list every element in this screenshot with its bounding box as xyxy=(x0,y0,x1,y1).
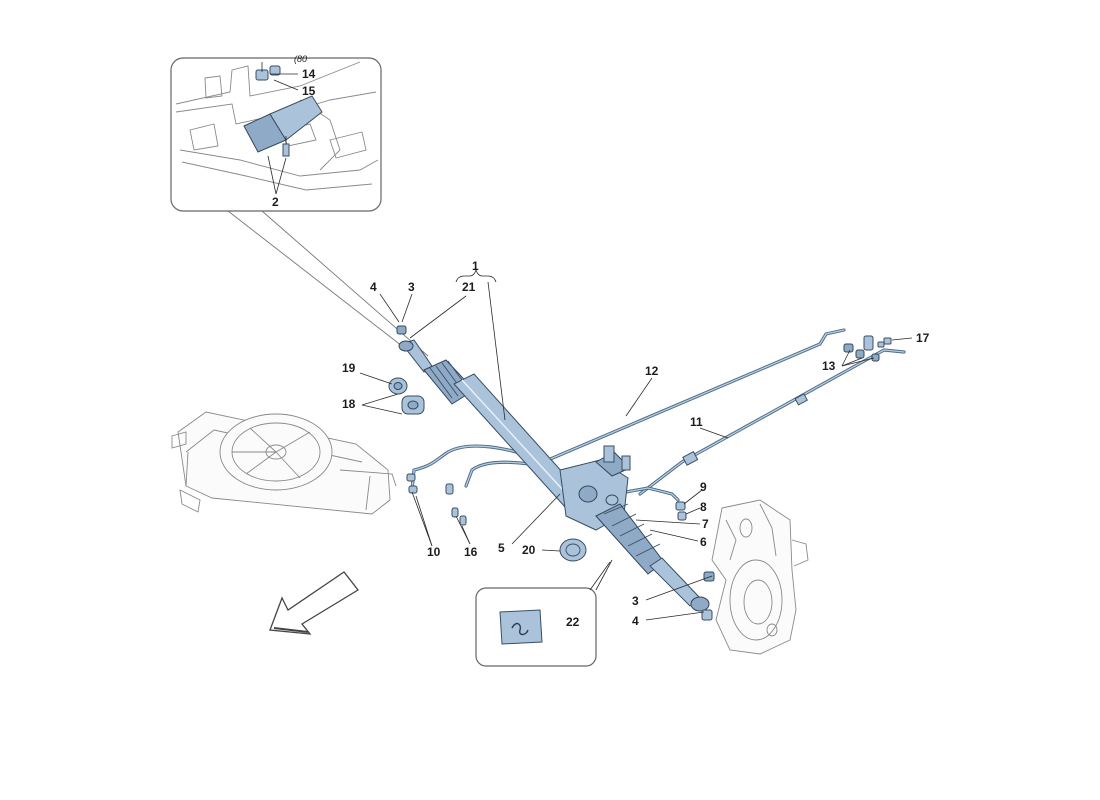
callout-20: 20 xyxy=(522,543,536,557)
direction-arrow-icon xyxy=(269,571,359,635)
callout-3-left: 3 xyxy=(408,280,415,294)
leader-lines xyxy=(359,268,913,627)
callout-10: 10 xyxy=(427,545,441,559)
steering-knuckle-ghost xyxy=(711,499,809,655)
callout-19: 19 xyxy=(342,361,356,375)
callout-6: 6 xyxy=(700,535,707,549)
callout-15: 15 xyxy=(302,84,316,98)
callout-11: 11 xyxy=(690,415,703,429)
callout-4-left: 4 xyxy=(370,280,377,294)
callout-14: 14 xyxy=(302,67,316,81)
callout-16: 16 xyxy=(464,545,478,559)
callout-21: 21 xyxy=(462,280,476,294)
loose-parts xyxy=(388,335,892,562)
inset-top-marking: (80 xyxy=(294,54,307,64)
callout-17: 17 xyxy=(916,331,930,345)
callout-1: 1 xyxy=(472,259,479,273)
callout-18: 18 xyxy=(342,397,356,411)
callout-7: 7 xyxy=(702,517,709,531)
callout-5: 5 xyxy=(498,541,505,555)
callout-3-right: 3 xyxy=(632,594,639,608)
callout-12: 12 xyxy=(645,364,659,378)
callout-22: 22 xyxy=(566,615,580,629)
callout-4-right: 4 xyxy=(632,614,639,628)
detail-inset-mounting: 14 15 2 (80 xyxy=(170,54,429,361)
steering-rack-assembly xyxy=(396,325,715,621)
radiator-fan-ghost xyxy=(171,411,397,515)
callout-8: 8 xyxy=(700,500,707,514)
callout-2: 2 xyxy=(272,195,279,209)
callout-labels: 1 21 4 3 19 18 12 11 13 17 9 8 7 6 3 4 1… xyxy=(342,259,930,629)
detail-inset-label xyxy=(475,561,611,667)
callout-13: 13 xyxy=(822,359,836,373)
callout-9: 9 xyxy=(700,480,707,494)
